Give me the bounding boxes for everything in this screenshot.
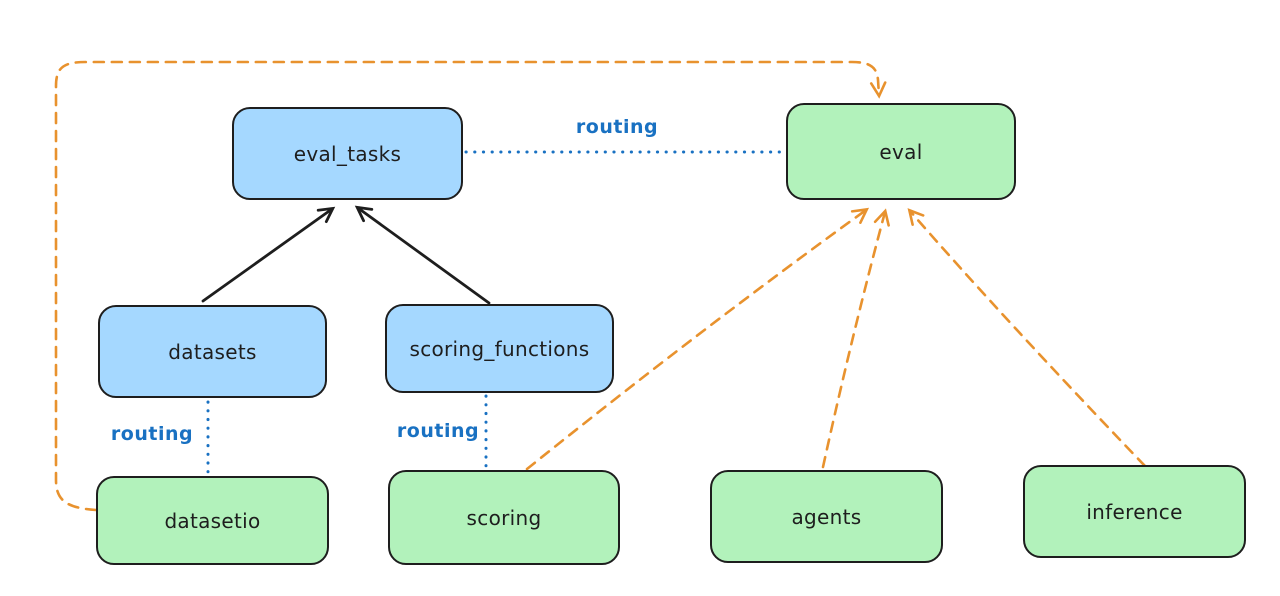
edge-agents-to-eval xyxy=(821,208,890,469)
edge-scoring-functions-to-eval-tasks xyxy=(354,205,491,305)
node-inference: inference xyxy=(1023,465,1246,558)
edge-datasets-to-eval-tasks xyxy=(201,206,336,303)
node-scoring: scoring xyxy=(388,470,620,565)
edge-scoring-to-eval xyxy=(525,207,870,471)
node-scoring-functions: scoring_functions xyxy=(385,304,614,393)
edge-datasetio-to-eval xyxy=(54,60,887,512)
node-datasetio: datasetio xyxy=(96,476,329,565)
node-agents: agents xyxy=(710,470,943,563)
edge-inference-to-eval xyxy=(907,208,1147,468)
node-eval-label: eval xyxy=(879,139,923,164)
node-scoring-label: scoring xyxy=(466,505,542,530)
routing-label-eval-tasks-eval: routing xyxy=(575,116,659,138)
node-datasets: datasets xyxy=(98,305,327,398)
node-datasetio-label: datasetio xyxy=(164,508,261,533)
node-eval-tasks-label: eval_tasks xyxy=(293,141,402,166)
routing-label-scoring-functions-scoring: routing xyxy=(396,420,480,442)
node-agents-label: agents xyxy=(791,504,862,529)
node-scoring-functions-label: scoring_functions xyxy=(409,336,590,361)
node-eval-tasks: eval_tasks xyxy=(232,107,463,200)
node-eval: eval xyxy=(786,103,1016,200)
node-datasets-label: datasets xyxy=(168,339,257,364)
routing-label-datasets-datasetio: routing xyxy=(110,423,194,445)
node-inference-label: inference xyxy=(1086,499,1183,524)
